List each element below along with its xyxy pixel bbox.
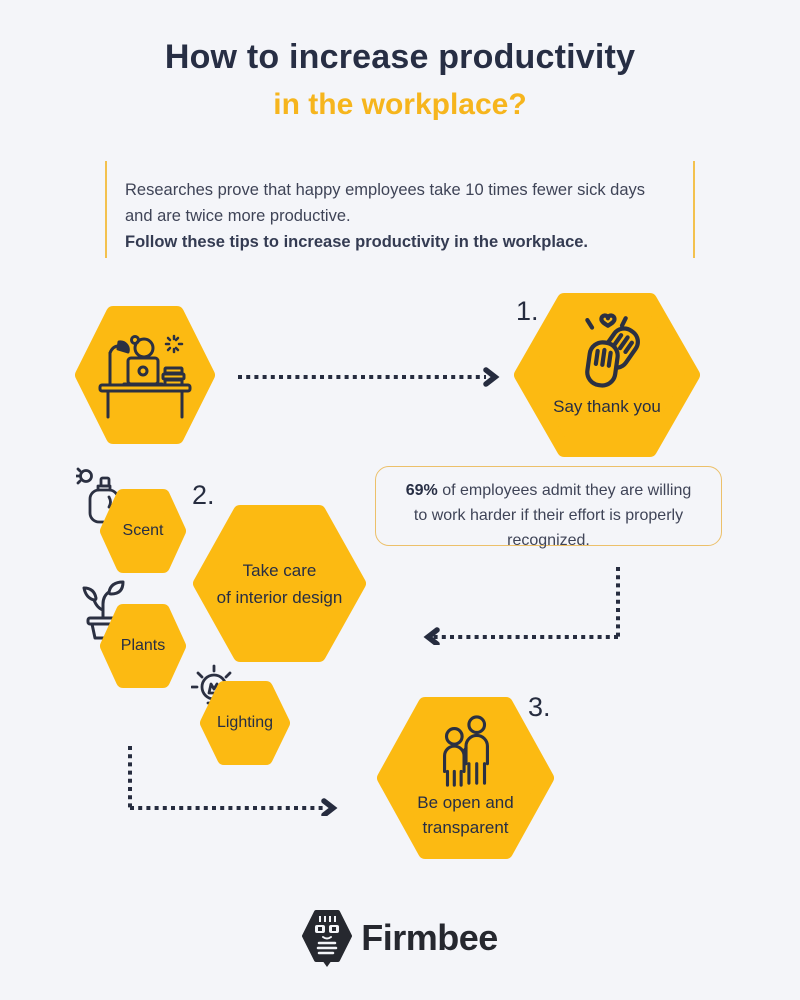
hexagon-lighting: Lighting bbox=[200, 681, 290, 765]
fact-highlight: 69% bbox=[405, 482, 438, 499]
clapping-hands-icon bbox=[585, 313, 640, 388]
step2-label-line1: Take care bbox=[242, 560, 317, 580]
fact-text: of employees admit they are willing to w… bbox=[413, 482, 692, 549]
intro-text: Researches prove that happy employees ta… bbox=[125, 181, 646, 225]
step3-number: 3. bbox=[528, 692, 551, 722]
lighting-label: Lighting bbox=[216, 714, 274, 731]
hexagon-plants: Plants bbox=[100, 604, 186, 688]
dotted-arrow-left-2 bbox=[423, 567, 620, 645]
page-title: How to increase productivity bbox=[164, 38, 636, 76]
dotted-arrow-right-1 bbox=[238, 367, 500, 387]
step2-number: 2. bbox=[192, 480, 215, 510]
hexagon-interior-design: Take care of interior design bbox=[193, 505, 366, 662]
footer-logo: Firmbee bbox=[0, 908, 800, 968]
intro-bold-text: Follow these tips to increase productivi… bbox=[125, 233, 589, 251]
hexagon-say-thank-you: Say thank you bbox=[514, 293, 700, 457]
brand-name: Firmbee bbox=[361, 917, 498, 958]
step3-label-line1: Be open and bbox=[417, 793, 514, 812]
dotted-arrow-right-3 bbox=[128, 746, 338, 816]
step3-label-line2: transparent bbox=[422, 818, 509, 837]
person-at-desk-icon bbox=[98, 334, 192, 419]
step1-number: 1. bbox=[516, 296, 539, 326]
step2-label-line2: of interior design bbox=[216, 587, 343, 607]
two-people-icon bbox=[442, 715, 489, 787]
intro-box: Researches prove that happy employees ta… bbox=[105, 161, 695, 258]
hexagon-scent: Scent bbox=[100, 489, 186, 573]
hexagon-be-open: Be open and transparent bbox=[377, 697, 554, 859]
hexagon-start bbox=[75, 306, 215, 444]
step1-label: Say thank you bbox=[553, 397, 661, 416]
page-subtitle: in the workplace? bbox=[273, 88, 527, 121]
bee-logo-icon bbox=[302, 910, 353, 967]
plants-label: Plants bbox=[120, 637, 166, 654]
scent-label: Scent bbox=[122, 522, 164, 539]
fact-box: 69% of employees admit they are willing … bbox=[375, 466, 722, 549]
